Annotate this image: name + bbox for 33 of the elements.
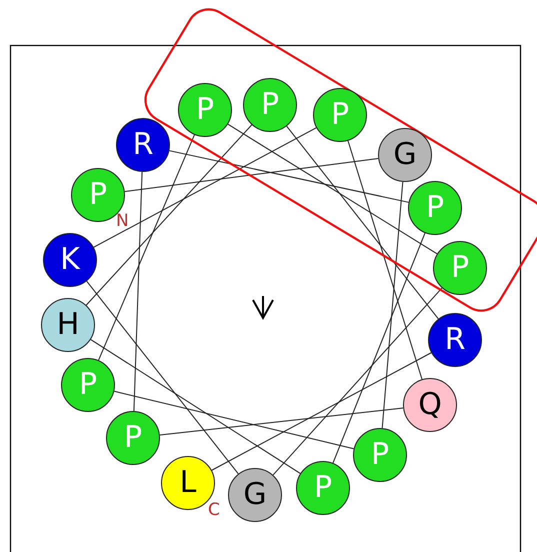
residue-circle: G <box>378 128 432 182</box>
connector-line <box>159 407 404 436</box>
residue-circle: P <box>178 83 232 137</box>
residue-circle: P <box>433 241 487 295</box>
connector-line <box>272 288 442 476</box>
residue-circle: P <box>313 88 367 142</box>
connector-line <box>286 126 439 320</box>
connector-line <box>332 232 426 464</box>
residue-circle: P <box>61 358 115 412</box>
residue-circle: P <box>106 411 160 465</box>
connector-line <box>93 127 317 248</box>
residue-circle: P <box>243 78 297 132</box>
connector-line <box>124 158 379 192</box>
connector-line <box>90 339 301 474</box>
connector-line <box>98 134 195 361</box>
connector-line <box>133 171 143 412</box>
connector-line <box>211 352 432 471</box>
connector-line <box>86 124 252 306</box>
residue-circle: K <box>43 233 97 287</box>
connector-line <box>114 390 354 450</box>
residue-circle: P <box>353 428 407 482</box>
connector-line <box>86 280 239 474</box>
connector-line <box>348 140 422 380</box>
connector-line <box>227 124 438 254</box>
residue-circle: Q <box>403 378 457 432</box>
residue-circle: G <box>228 468 282 522</box>
residue-circle: P <box>408 181 462 235</box>
residue-circle: R <box>428 313 482 367</box>
residue-circle: R <box>116 118 170 172</box>
residue-circle: H <box>41 298 95 352</box>
connector-line <box>382 181 404 429</box>
connector-line <box>168 150 410 203</box>
residue-circle: P <box>296 461 350 515</box>
